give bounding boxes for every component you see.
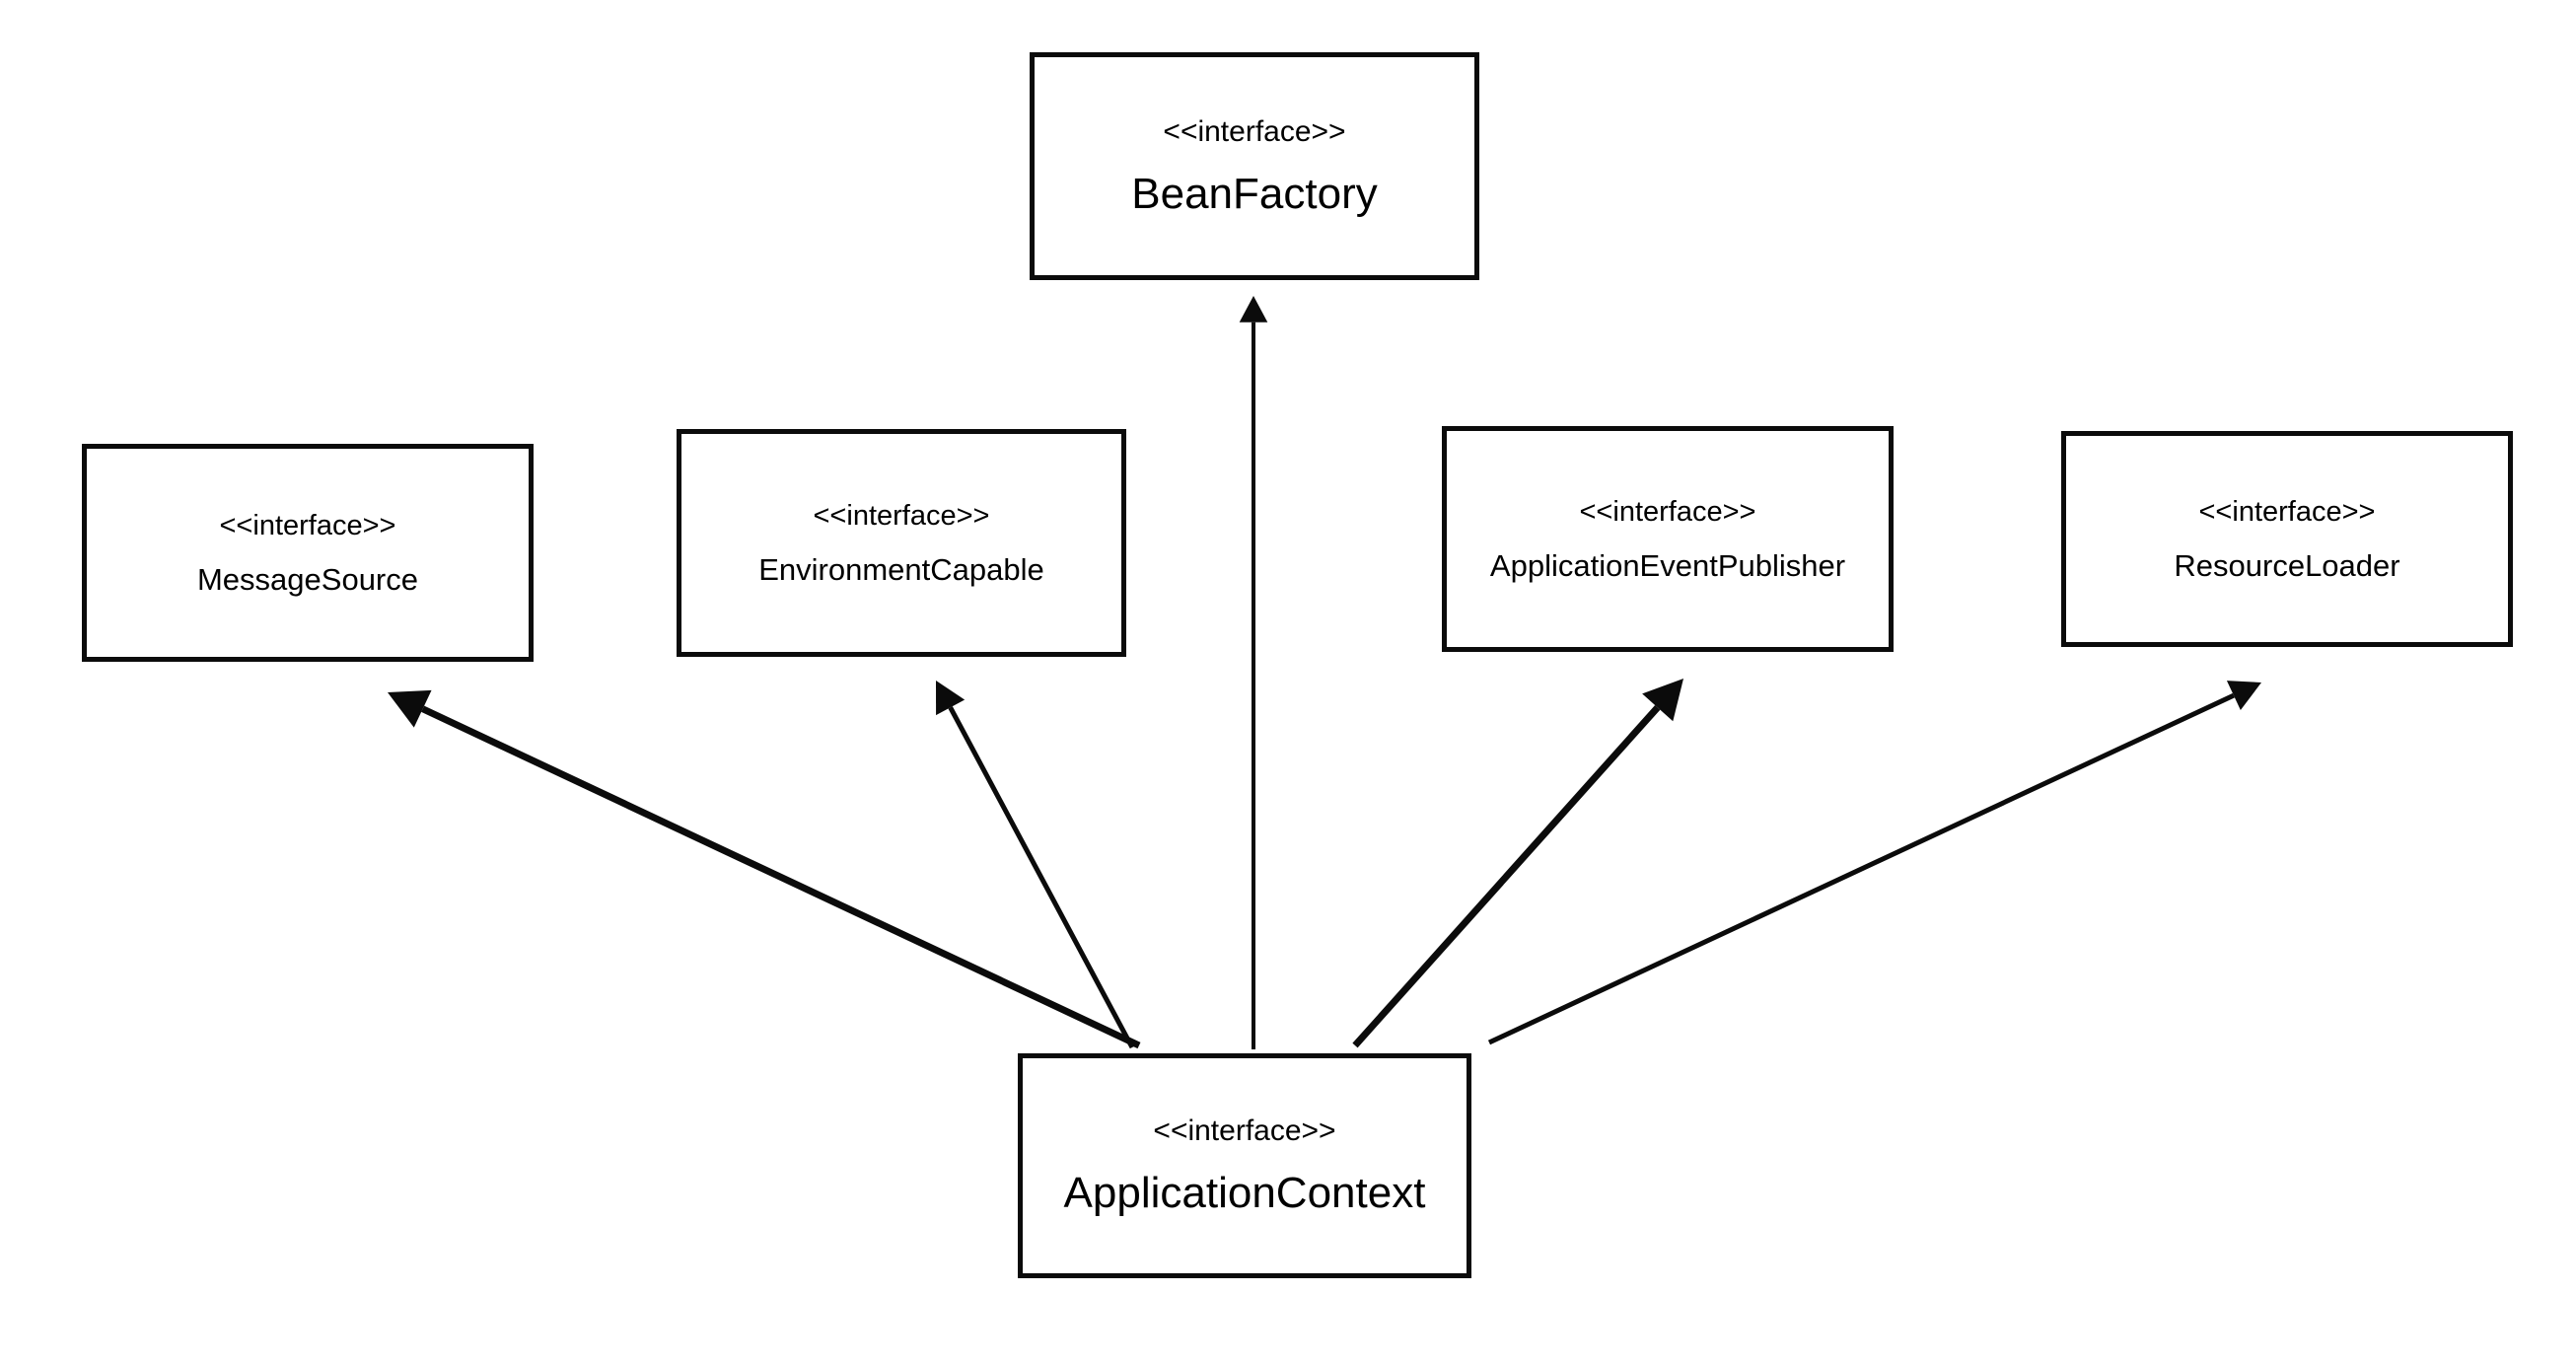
uml-node-message-source[interactable]: <<interface>> MessageSource: [82, 444, 534, 662]
interface-name-label: MessageSource: [196, 561, 418, 597]
interface-name-label: BeanFactory: [1131, 169, 1378, 218]
stereotype-label: <<interface>>: [1163, 114, 1346, 148]
edge-shaft: [421, 705, 1141, 1049]
arrowhead-filled-triangle: [1642, 679, 1683, 722]
uml-node-resource-loader[interactable]: <<interface>> ResourceLoader: [2061, 431, 2513, 647]
stereotype-label: <<interface>>: [813, 499, 990, 532]
arrowhead-filled-triangle: [1239, 296, 1268, 323]
stereotype-label: <<interface>>: [1579, 495, 1756, 528]
uml-node-application-context[interactable]: <<interface>> ApplicationContext: [1018, 1053, 1471, 1278]
uml-edge-ctx-to-application-event-publisher: [1352, 679, 1683, 1048]
interface-name-label: ApplicationContext: [1063, 1169, 1426, 1217]
edge-shaft: [1487, 692, 2235, 1045]
uml-node-bean-factory[interactable]: <<interface>> BeanFactory: [1030, 52, 1479, 280]
arrowhead-filled-triangle: [936, 681, 966, 716]
uml-edge-ctx-to-bean-factory: [1239, 296, 1268, 1049]
stereotype-label: <<interface>>: [2198, 495, 2376, 528]
edge-shaft: [1352, 705, 1661, 1048]
uml-edge-ctx-to-message-source: [388, 689, 1141, 1049]
interface-name-label: ResourceLoader: [2174, 547, 2400, 583]
uml-edge-ctx-to-environment-capable: [936, 681, 1135, 1049]
uml-node-application-event-publisher[interactable]: <<interface>> ApplicationEventPublisher: [1442, 426, 1894, 652]
arrowhead-filled-triangle: [2226, 681, 2261, 711]
interface-name-label: ApplicationEventPublisher: [1489, 547, 1846, 583]
stereotype-label: <<interface>>: [219, 509, 396, 541]
edge-shaft: [948, 706, 1135, 1049]
uml-node-environment-capable[interactable]: <<interface>> EnvironmentCapable: [677, 429, 1126, 657]
uml-edge-ctx-to-resource-loader: [1487, 681, 2261, 1045]
interface-name-label: EnvironmentCapable: [758, 551, 1044, 587]
stereotype-label: <<interface>>: [1153, 1114, 1336, 1147]
arrowhead-filled-triangle: [388, 689, 432, 728]
